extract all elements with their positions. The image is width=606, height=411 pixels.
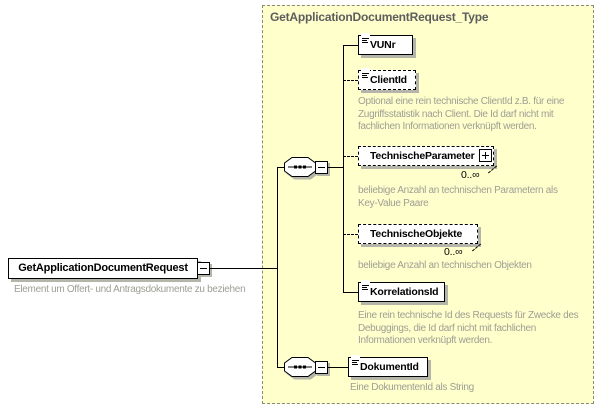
element-label: TechnischeObjekte bbox=[370, 228, 463, 240]
multiplicity-label: 0..∞ bbox=[461, 169, 480, 181]
sequence-icon[interactable] bbox=[283, 156, 320, 181]
element-label: ClientId bbox=[370, 74, 407, 86]
element-annotation: Eine rein technische Id des Requests für… bbox=[358, 310, 579, 346]
connector-korrelationsid bbox=[343, 292, 358, 293]
annotation-icon bbox=[361, 68, 370, 78]
element-vunr[interactable]: VUNr bbox=[358, 33, 413, 55]
element-korrelationsid[interactable]: KorrelationsId bbox=[358, 280, 445, 302]
type-title: GetApplicationDocumentRequest_Type bbox=[270, 10, 489, 24]
element-annotation: beliebige Anzahl an technischen Paramete… bbox=[358, 185, 558, 209]
element-annotation: Optional eine rein technische ClientId z… bbox=[358, 96, 565, 132]
collapse-icon[interactable] bbox=[315, 361, 328, 374]
multiplicity-label: 0..∞ bbox=[444, 246, 463, 258]
expand-icon[interactable] bbox=[479, 149, 492, 162]
element-clientid[interactable]: ClientId bbox=[358, 68, 416, 90]
connector-seq1-trunk bbox=[343, 45, 344, 293]
element-label: TechnischeParameter bbox=[370, 150, 475, 162]
connector-clientid bbox=[343, 80, 358, 81]
element-getapplicationdocumentrequest[interactable]: GetApplicationDocumentRequest bbox=[8, 258, 198, 279]
type-container: GetApplicationDocumentRequest_Type bbox=[262, 5, 594, 404]
element-label: GetApplicationDocumentRequest bbox=[18, 262, 188, 274]
connector-seq1-stub bbox=[277, 167, 285, 168]
connector-technischeparameter bbox=[343, 156, 358, 157]
element-label: VUNr bbox=[370, 39, 396, 51]
sequence-icon[interactable] bbox=[283, 356, 320, 381]
element-annotation: Element um Offert- und Antragsdokumente … bbox=[14, 284, 246, 295]
annotation-icon bbox=[361, 33, 370, 43]
element-annotation: beliebige Anzahl an technischen Objekten bbox=[358, 260, 532, 271]
element-annotation: Eine DokumentenId als String bbox=[350, 382, 474, 393]
annotation-icon bbox=[361, 280, 370, 290]
connector-vunr bbox=[343, 45, 358, 46]
element-technischeparameter[interactable]: TechnischeParameter bbox=[358, 146, 498, 174]
connector-seq1-out bbox=[328, 167, 343, 168]
connector-seq2-stub bbox=[277, 367, 285, 368]
collapse-icon[interactable] bbox=[197, 262, 210, 275]
connector-technischeobjekte bbox=[343, 234, 358, 235]
connector-junction bbox=[277, 167, 278, 368]
element-label: KorrelationsId bbox=[370, 286, 439, 298]
element-dokumentid[interactable]: DokumentId bbox=[348, 355, 428, 377]
element-label: DokumentId bbox=[360, 361, 419, 373]
connector-dokumentid bbox=[328, 367, 348, 368]
annotation-icon bbox=[351, 355, 360, 365]
collapse-icon[interactable] bbox=[315, 161, 328, 174]
connector-root bbox=[210, 268, 277, 269]
element-technischeobjekte[interactable]: TechnischeObjekte bbox=[358, 224, 482, 252]
